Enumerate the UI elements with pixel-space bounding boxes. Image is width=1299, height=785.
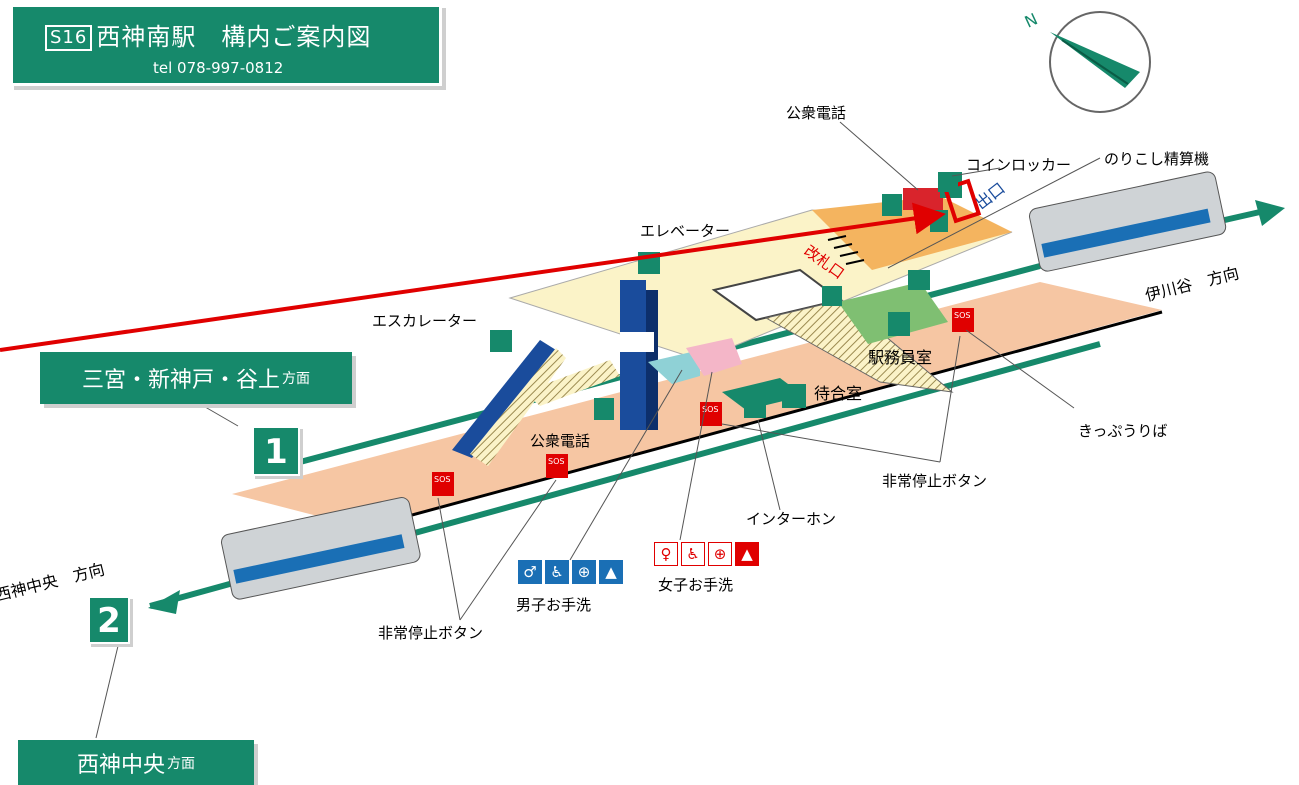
mens-toilet-block — [648, 350, 700, 384]
locker-icon — [938, 172, 958, 192]
sos-icon: SOS — [952, 308, 974, 332]
ostomate-icon: ▲ — [735, 542, 759, 566]
leader-lines — [95, 121, 1101, 739]
train-left — [220, 497, 421, 600]
stairs — [764, 299, 954, 393]
label-coin-locker: コインロッカー — [966, 156, 1072, 174]
platform1-number: 1 — [252, 426, 300, 476]
label-emergency-stop-left: 非常停止ボタン — [378, 624, 484, 642]
sos-icon: SOS — [700, 402, 722, 426]
stairs-left — [524, 360, 620, 406]
platform1-destination: 三宮・新神戸・谷上方面 — [40, 352, 352, 404]
label-mens-toilet: 男子お手洗 — [516, 596, 592, 614]
wheelchair-icon: ♿ — [545, 560, 569, 584]
platform2-destination-suffix: 方面 — [167, 755, 195, 772]
label-office: 駅務員室 — [868, 348, 933, 367]
train-right — [1028, 171, 1227, 272]
office-icon — [888, 312, 910, 336]
svg-text:SOS: SOS — [954, 311, 970, 320]
svg-text:N: N — [1022, 9, 1041, 31]
label-fare-adjust: のりこし精算機 — [1104, 150, 1210, 168]
phone-number: tel 078-997-0812 — [153, 59, 284, 77]
woman-icon: ♀ — [654, 542, 678, 566]
phone-icon — [594, 398, 614, 420]
phone-booth — [903, 188, 943, 210]
station-code: S16 — [45, 25, 93, 51]
highlight-pointer — [0, 202, 946, 352]
platform1-destination-text: 三宮・新神戸・谷上 — [81, 368, 280, 393]
label-intercom: インターホン — [746, 510, 837, 528]
label-emergency-stop-right: 非常停止ボタン — [882, 472, 988, 490]
ostomate-icon: ▲ — [599, 560, 623, 584]
label-escalator: エスカレーター — [372, 312, 478, 330]
ticket-gates — [827, 235, 865, 265]
phone-icon — [882, 194, 902, 216]
compass-icon: N — [1022, 9, 1151, 113]
station-name: 西神南駅 構内ご案内図 — [96, 23, 372, 51]
escalator — [452, 340, 566, 466]
label-elevator: エレベーター — [640, 222, 731, 240]
intercom-icon — [744, 396, 766, 418]
baby-icon: ⊕ — [572, 560, 596, 584]
mens-toilet-icons: ♂ ♿ ⊕ ▲ — [518, 560, 623, 584]
escalator-icon — [490, 330, 512, 352]
ticket-machine-icon — [908, 270, 930, 290]
platform — [232, 282, 1162, 528]
svg-text:SOS: SOS — [434, 475, 450, 484]
svg-text:SOS: SOS — [702, 405, 718, 414]
platform2-number: 2 — [88, 596, 130, 644]
elevator-shaft — [620, 280, 658, 430]
fare-adjust-icon — [822, 286, 842, 306]
waiting-room-icon — [782, 384, 806, 408]
label-ticket-sales: きっぷうりば — [1078, 422, 1168, 440]
arrow-east-icon — [1255, 200, 1285, 226]
womens-toilet-icons: ♀ ♿ ⊕ ▲ — [654, 542, 759, 566]
platform1-destination-suffix: 方面 — [282, 371, 310, 387]
label-public-phone-mid: 公衆電話 — [530, 432, 591, 450]
baby-icon: ⊕ — [708, 542, 732, 566]
wheelchair-icon: ♿ — [681, 542, 705, 566]
label-waiting-room: 待合室 — [814, 384, 863, 403]
womens-toilet-block — [686, 338, 742, 376]
platform2-destination: 西神中央方面 — [18, 740, 254, 785]
exit-door-icon — [930, 210, 948, 232]
platform2-destination-text: 西神中央 — [76, 752, 165, 778]
man-icon: ♂ — [518, 560, 542, 584]
sos-icon: SOS — [432, 472, 454, 496]
svg-text:SOS: SOS — [548, 457, 564, 466]
label-womens-toilet: 女子お手洗 — [658, 576, 734, 594]
arrow-west-icon — [148, 590, 180, 614]
sos-icon: SOS — [546, 454, 568, 478]
label-public-phone-top: 公衆電話 — [786, 104, 847, 122]
